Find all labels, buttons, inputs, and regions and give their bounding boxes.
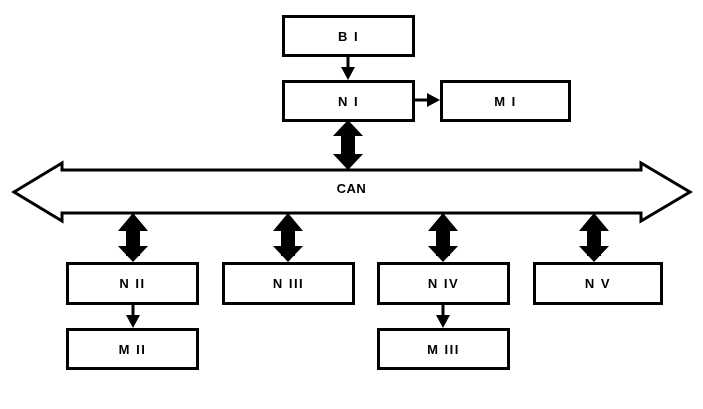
- node-box-nii[interactable]: N II: [66, 262, 199, 305]
- connector-bus-to-nv: [579, 213, 609, 262]
- node-label-mii: M II: [118, 341, 147, 357]
- connector-nii-to-mii: [126, 305, 140, 328]
- node-label-niii: N III: [272, 276, 305, 291]
- node-box-miii[interactable]: M III: [377, 328, 510, 370]
- node-box-mi[interactable]: M I: [440, 80, 571, 122]
- connector-bus-to-nii: [118, 213, 148, 262]
- node-box-ni[interactable]: N I: [282, 80, 415, 122]
- connector-ni-to-bus: [333, 120, 363, 170]
- node-label-nii: N II: [119, 276, 146, 291]
- connector-bus-to-niii: [273, 213, 303, 262]
- node-label-bi: B I: [337, 28, 360, 44]
- node-label-mi: M I: [494, 93, 517, 109]
- node-box-niii[interactable]: N III: [222, 262, 355, 305]
- connector-niv-to-miii: [436, 305, 450, 328]
- node-box-niv[interactable]: N IV: [377, 262, 510, 305]
- connector-bi-to-ni: [341, 57, 355, 80]
- connector-bus-to-niv: [428, 213, 458, 262]
- node-label-nv: N V: [584, 276, 612, 291]
- connector-ni-to-mi: [415, 93, 440, 107]
- node-box-bi[interactable]: B I: [282, 15, 415, 57]
- node-label-miii: M III: [427, 341, 460, 357]
- node-label-ni: N I: [337, 93, 360, 109]
- node-box-mii[interactable]: M II: [66, 328, 199, 370]
- node-label-niv: N IV: [427, 276, 460, 291]
- can-bus-arrow: [11, 160, 693, 224]
- node-box-nv[interactable]: N V: [533, 262, 663, 305]
